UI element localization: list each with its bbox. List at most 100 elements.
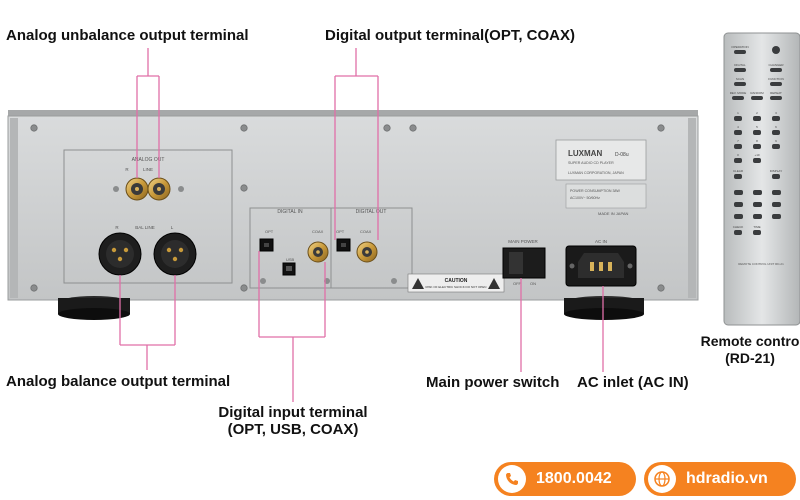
callout-digital-input-line1: Digital input terminal: [218, 404, 368, 421]
xlr-jack-r[interactable]: [98, 232, 142, 276]
remote-button-label: 7: [737, 139, 739, 143]
remote-button-label: 8: [756, 139, 758, 143]
remote-button-number[interactable]: [734, 158, 742, 163]
callout-main-power-switch: Main power switch: [426, 374, 560, 391]
remote-button-clear[interactable]: [734, 174, 742, 179]
remote-button-label: REPEAT: [770, 91, 782, 95]
foot-left: [58, 296, 130, 320]
remote-button-random[interactable]: [751, 96, 763, 100]
remote-button-changer[interactable]: [770, 68, 782, 72]
remote-button-number[interactable]: [753, 130, 761, 135]
remote-button-repeat[interactable]: [770, 96, 782, 100]
spec-plate: [565, 183, 647, 209]
digital-in-label: DIGITAL IN: [277, 209, 303, 215]
remote-button-number[interactable]: [772, 130, 780, 135]
caution-label: [407, 273, 505, 293]
remote-button-label: DISPLAY: [769, 169, 783, 173]
rca-jack-r[interactable]: [125, 177, 149, 201]
remote-button-number[interactable]: [772, 116, 780, 121]
brand-plate: [555, 139, 647, 181]
product-subtitle: SUPER AUDIO CD PLAYER: [568, 161, 614, 165]
remote-button-time[interactable]: [753, 230, 761, 235]
remote-button-scan[interactable]: [734, 82, 746, 86]
remote-button-transport[interactable]: [772, 202, 781, 207]
rca-jack-l[interactable]: [147, 177, 171, 201]
remote-button-number[interactable]: [734, 144, 742, 149]
remote-button-number[interactable]: [753, 144, 761, 149]
xlr-r-label: R: [115, 225, 119, 230]
remote-button-transport[interactable]: [734, 202, 743, 207]
remote-button-label: CLEAR: [732, 169, 743, 173]
phone-icon: [498, 465, 526, 493]
switch-off-label: OFF: [513, 281, 522, 286]
remote-button-number[interactable]: [734, 130, 742, 135]
callout-digital-input: Digital input terminal (OPT, USB, COAX): [200, 404, 386, 438]
digital-out-label: DIGITAL OUT: [356, 209, 387, 215]
remote-button-label: 6: [775, 125, 777, 129]
xlr-jack-l[interactable]: [153, 232, 197, 276]
remote-button-number[interactable]: [772, 144, 780, 149]
remote-button-label: OPERATION: [731, 45, 749, 49]
remote-button-label: 3: [775, 111, 777, 115]
screw-icon: [260, 278, 266, 284]
opt-out-label: OPT: [336, 229, 345, 234]
caution-subtext: RISK OF ELECTRIC SHOCK DO NOT OPEN: [426, 285, 487, 289]
remote-button-label: +10: [754, 153, 760, 157]
caution-text: CAUTION: [445, 278, 468, 284]
warning-icon: [412, 278, 424, 289]
coax-output[interactable]: [356, 241, 378, 263]
remote-button-number[interactable]: [734, 116, 742, 121]
website-badge[interactable]: hdradio.vn: [644, 462, 796, 496]
remote-label-line1: Remote contro: [700, 333, 800, 349]
remote-button-number[interactable]: [753, 116, 761, 121]
xlr-l-label: L: [171, 225, 174, 230]
remote-label: Remote contro (RD-21): [700, 333, 800, 367]
remote-button-number[interactable]: [753, 158, 761, 163]
corp-name: LUXMAN CORPORATION, JAPAN: [568, 171, 624, 175]
xlr-bal-label: BAL LINE: [135, 225, 155, 230]
callout-lines: [119, 48, 604, 402]
remote-button-transport[interactable]: [772, 214, 781, 219]
callout-analog-unbalance: Analog unbalance output terminal: [6, 27, 249, 44]
remote-button-transport[interactable]: [772, 190, 781, 195]
remote-button-eject[interactable]: [772, 46, 780, 54]
remote-button-label: 1: [737, 111, 739, 115]
remote-button-label: SCAN: [735, 77, 745, 81]
remote-button-transport[interactable]: [753, 214, 762, 219]
screw-icon: [569, 263, 575, 269]
remote-button-label: REV. MODE: [729, 91, 747, 95]
screw-icon: [627, 263, 633, 269]
remote-button-transport[interactable]: [753, 190, 762, 195]
remote-button-transport[interactable]: [734, 214, 743, 219]
model-name: D-08u: [615, 152, 629, 158]
coax-input[interactable]: [307, 241, 329, 263]
remote-button-label: 2: [756, 111, 758, 115]
optical-input[interactable]: [259, 238, 274, 252]
remote-button-transport[interactable]: [753, 202, 762, 207]
screw-icon: [113, 186, 119, 192]
remote-button-operation[interactable]: [734, 50, 746, 54]
remote-button-label: 9: [775, 139, 777, 143]
ac-spec: AC100V~ 50/60Hz: [570, 196, 600, 200]
remote-button-transport[interactable]: [734, 190, 743, 195]
usb-input[interactable]: USB: [282, 257, 296, 276]
optical-output[interactable]: [336, 238, 351, 252]
warning-icon: [488, 278, 500, 289]
remote-button-check[interactable]: [734, 230, 742, 235]
globe-icon: [648, 465, 676, 493]
remote-button-display[interactable]: [772, 174, 780, 179]
phone-badge[interactable]: 1800.0042: [494, 462, 636, 496]
remote-button-label: RANDOM: [750, 91, 764, 95]
ac-in-label: AC IN: [595, 239, 607, 244]
remote-control: [723, 32, 800, 326]
callout-digital-output: Digital output terminal(OPT, COAX): [325, 27, 575, 44]
remote-button-function[interactable]: [770, 82, 782, 86]
opt-in-label: OPT: [265, 229, 274, 234]
panel-side-left: [10, 118, 18, 298]
remote-button-digital[interactable]: [734, 68, 746, 72]
main-power-label: MAIN POWER: [508, 239, 538, 244]
pin: [599, 262, 603, 271]
remote-button-rev-mode[interactable]: [732, 96, 744, 100]
phone-number: 1800.0042: [536, 470, 612, 487]
pin: [590, 262, 594, 271]
